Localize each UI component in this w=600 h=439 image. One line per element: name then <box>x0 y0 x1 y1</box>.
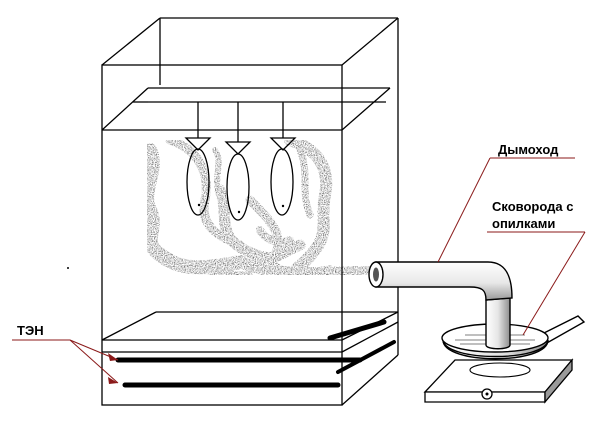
fish-group <box>184 102 297 221</box>
hanging-rack <box>101 87 391 131</box>
frying-pan-icon <box>441 315 586 360</box>
pan-label-line2: опилками <box>492 216 555 231</box>
bottom-tray <box>101 311 399 353</box>
heating-element-icon <box>115 319 396 388</box>
chimney-label: Дымоход <box>498 142 559 157</box>
chimney-pipe-icon <box>368 261 513 350</box>
heater-label: ТЭН <box>17 323 44 338</box>
fish-icon <box>184 102 212 216</box>
fish-icon <box>269 102 297 216</box>
fish-icon <box>224 102 252 221</box>
smoke-icon <box>140 134 378 281</box>
smoker-cabinet <box>101 17 399 406</box>
leader-lines <box>12 157 586 384</box>
pan-label-line1: Сковорода с <box>492 199 573 214</box>
stray-dot <box>67 267 69 269</box>
hot-plate-icon <box>423 358 574 404</box>
